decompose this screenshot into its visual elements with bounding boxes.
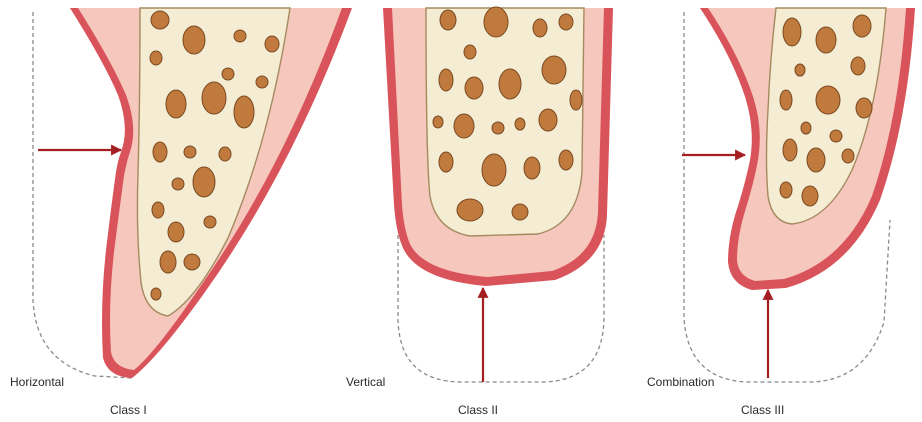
marrow-space	[234, 30, 246, 42]
marrow-space	[801, 122, 811, 134]
marrow-space	[168, 222, 184, 242]
marrow-space	[542, 56, 566, 84]
marrow-space	[539, 109, 557, 131]
marrow-space	[465, 77, 483, 99]
marrow-space	[856, 98, 872, 118]
marrow-space	[783, 139, 797, 161]
panel-class-ii	[383, 7, 613, 382]
class-label-iii: Class III	[741, 403, 784, 417]
marrow-space	[457, 199, 483, 221]
marrow-space	[439, 152, 453, 172]
marrow-space	[234, 96, 254, 128]
marrow-space	[166, 90, 186, 118]
marrow-space	[222, 68, 234, 80]
marrow-space	[482, 154, 506, 186]
marrow-space	[151, 11, 169, 29]
marrow-space	[184, 146, 196, 158]
marrow-space	[439, 69, 453, 91]
marrow-space	[515, 118, 525, 130]
marrow-space	[783, 18, 801, 46]
marrow-space	[512, 204, 528, 220]
marrow-space	[570, 90, 582, 110]
marrow-space	[193, 167, 215, 197]
marrow-space	[802, 186, 818, 206]
marrow-space	[184, 254, 200, 270]
panel-class-i	[33, 8, 352, 378]
marrow-space	[172, 178, 184, 190]
marrow-space	[559, 14, 573, 30]
defect-label-combination: Combination	[647, 375, 714, 389]
marrow-space	[256, 76, 268, 88]
marrow-space	[464, 45, 476, 59]
class-label-i: Class I	[110, 403, 147, 417]
marrow-space	[842, 149, 854, 163]
marrow-space	[160, 251, 176, 273]
marrow-space	[780, 90, 792, 110]
marrow-space	[780, 182, 792, 198]
marrow-space	[559, 150, 573, 170]
marrow-space	[524, 157, 540, 179]
marrow-space	[152, 202, 164, 218]
marrow-space	[492, 122, 504, 134]
marrow-space	[533, 19, 547, 37]
marrow-space	[183, 26, 205, 54]
marrow-space	[204, 216, 216, 228]
marrow-space	[150, 51, 162, 65]
marrow-space	[153, 142, 167, 162]
marrow-space	[830, 130, 842, 142]
marrow-space	[816, 86, 840, 114]
marrow-space	[440, 10, 456, 30]
marrow-space	[816, 27, 836, 53]
marrow-space	[202, 82, 226, 114]
marrow-space	[454, 114, 474, 138]
panel-class-iii	[682, 8, 915, 382]
marrow-space	[499, 69, 521, 99]
marrow-space	[851, 57, 865, 75]
defect-label-horizontal: Horizontal	[10, 375, 64, 389]
marrow-space	[853, 15, 871, 37]
marrow-space	[433, 116, 443, 128]
class-label-ii: Class II	[458, 403, 498, 417]
marrow-space	[807, 148, 825, 172]
marrow-space	[265, 36, 279, 52]
defect-label-vertical: Vertical	[346, 375, 385, 389]
marrow-space	[219, 147, 231, 161]
marrow-space	[795, 64, 805, 76]
marrow-space	[151, 288, 161, 300]
marrow-space	[484, 7, 508, 37]
alveolar-bone	[426, 8, 584, 236]
